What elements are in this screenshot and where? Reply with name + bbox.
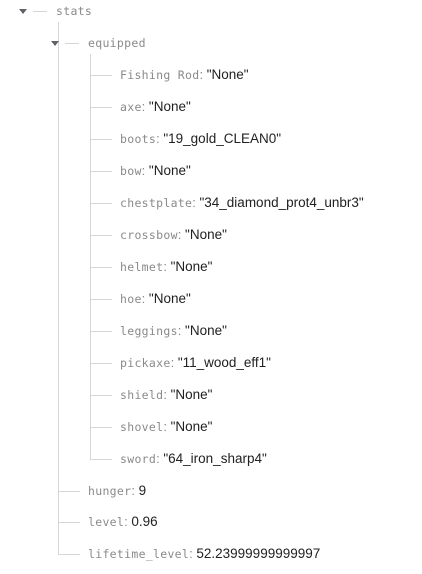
tree-connector <box>58 522 80 523</box>
node-leggings[interactable]: leggings: "None" <box>120 323 227 338</box>
tree-connector <box>90 459 112 460</box>
node-key: shield <box>120 388 164 402</box>
node-value: "None" <box>206 67 249 82</box>
node-helmet[interactable]: helmet: "None" <box>120 259 213 274</box>
node-axe[interactable]: axe: "None" <box>120 99 191 114</box>
tree-connector <box>90 267 112 268</box>
node-value: 9 <box>138 483 147 498</box>
node-value: "19_gold_CLEAN0" <box>163 131 282 146</box>
node-key: shovel <box>120 420 164 434</box>
tree-connector <box>33 11 47 12</box>
node-key: boots <box>120 132 157 146</box>
node-key: pickaxe <box>120 356 171 370</box>
tree-connector <box>90 139 112 140</box>
tree-connector <box>58 491 80 492</box>
node-value: "None" <box>170 419 213 434</box>
node-key: hoe <box>120 292 142 306</box>
node-crossbow[interactable]: crossbow: "None" <box>120 227 227 242</box>
node-boots[interactable]: boots: "19_gold_CLEAN0" <box>120 131 282 146</box>
tree-connector <box>90 75 112 76</box>
node-pickaxe[interactable]: pickaxe: "11_wood_eff1" <box>120 355 271 370</box>
node-value: "None" <box>148 291 191 306</box>
node-chestplate[interactable]: chestplate: "34_diamond_prot4_unbr3" <box>120 195 364 210</box>
node-value: "None" <box>170 387 213 402</box>
tree-connector <box>65 43 79 44</box>
node-value: "None" <box>185 227 227 242</box>
node-key: sword <box>120 452 157 466</box>
node-hunger[interactable]: hunger: 9 <box>88 483 147 498</box>
node-key: crossbow <box>120 228 178 242</box>
expand-equipped-caret-icon[interactable] <box>51 41 59 46</box>
tree-guide-root <box>58 22 59 554</box>
node-value: "None" <box>185 323 227 338</box>
node-value: 52.23999999999997 <box>196 546 321 561</box>
node-value: 0.96 <box>131 514 158 529</box>
node-lifetime-level[interactable]: lifetime_level: 52.23999999999997 <box>88 546 321 561</box>
tree-connector <box>90 363 112 364</box>
node-bow[interactable]: bow: "None" <box>120 163 191 178</box>
node-equipped[interactable]: equipped <box>88 33 146 53</box>
node-value: "11_wood_eff1" <box>177 355 271 370</box>
node-shovel[interactable]: shovel: "None" <box>120 419 213 434</box>
node-value: "None" <box>170 259 213 274</box>
node-key: equipped <box>88 36 146 50</box>
tree-connector <box>90 331 112 332</box>
node-key: hunger <box>88 484 132 498</box>
tree-connector <box>90 203 112 204</box>
node-key: leggings <box>120 324 178 338</box>
node-shield[interactable]: shield: "None" <box>120 387 213 402</box>
tree-connector <box>90 395 112 396</box>
node-key: Fishing Rod <box>120 68 200 82</box>
node-key: lifetime_level <box>88 547 190 561</box>
node-value: "34_diamond_prot4_unbr3" <box>199 195 364 210</box>
node-key: axe <box>120 100 142 114</box>
node-level[interactable]: level: 0.96 <box>88 514 158 529</box>
node-value: "None" <box>148 99 191 114</box>
tree-guide-equipped <box>90 54 91 459</box>
node-key: helmet <box>120 260 164 274</box>
node-sword[interactable]: sword: "64_iron_sharp4" <box>120 451 267 466</box>
node-key: bow <box>120 164 142 178</box>
node-value: "64_iron_sharp4" <box>163 451 267 466</box>
node-stats[interactable]: stats <box>56 1 92 21</box>
tree-connector <box>90 107 112 108</box>
node-fishing-rod[interactable]: Fishing Rod: "None" <box>120 67 249 82</box>
tree-connector <box>58 554 80 555</box>
tree-connector <box>90 235 112 236</box>
expand-stats-caret-icon[interactable] <box>19 9 27 14</box>
node-key: stats <box>56 4 93 18</box>
tree-connector <box>90 171 112 172</box>
node-key: chestplate <box>120 196 193 210</box>
node-value: "None" <box>148 163 191 178</box>
tree-connector <box>90 427 112 428</box>
node-key: level <box>88 515 125 529</box>
node-hoe[interactable]: hoe: "None" <box>120 291 191 306</box>
tree-connector <box>90 299 112 300</box>
